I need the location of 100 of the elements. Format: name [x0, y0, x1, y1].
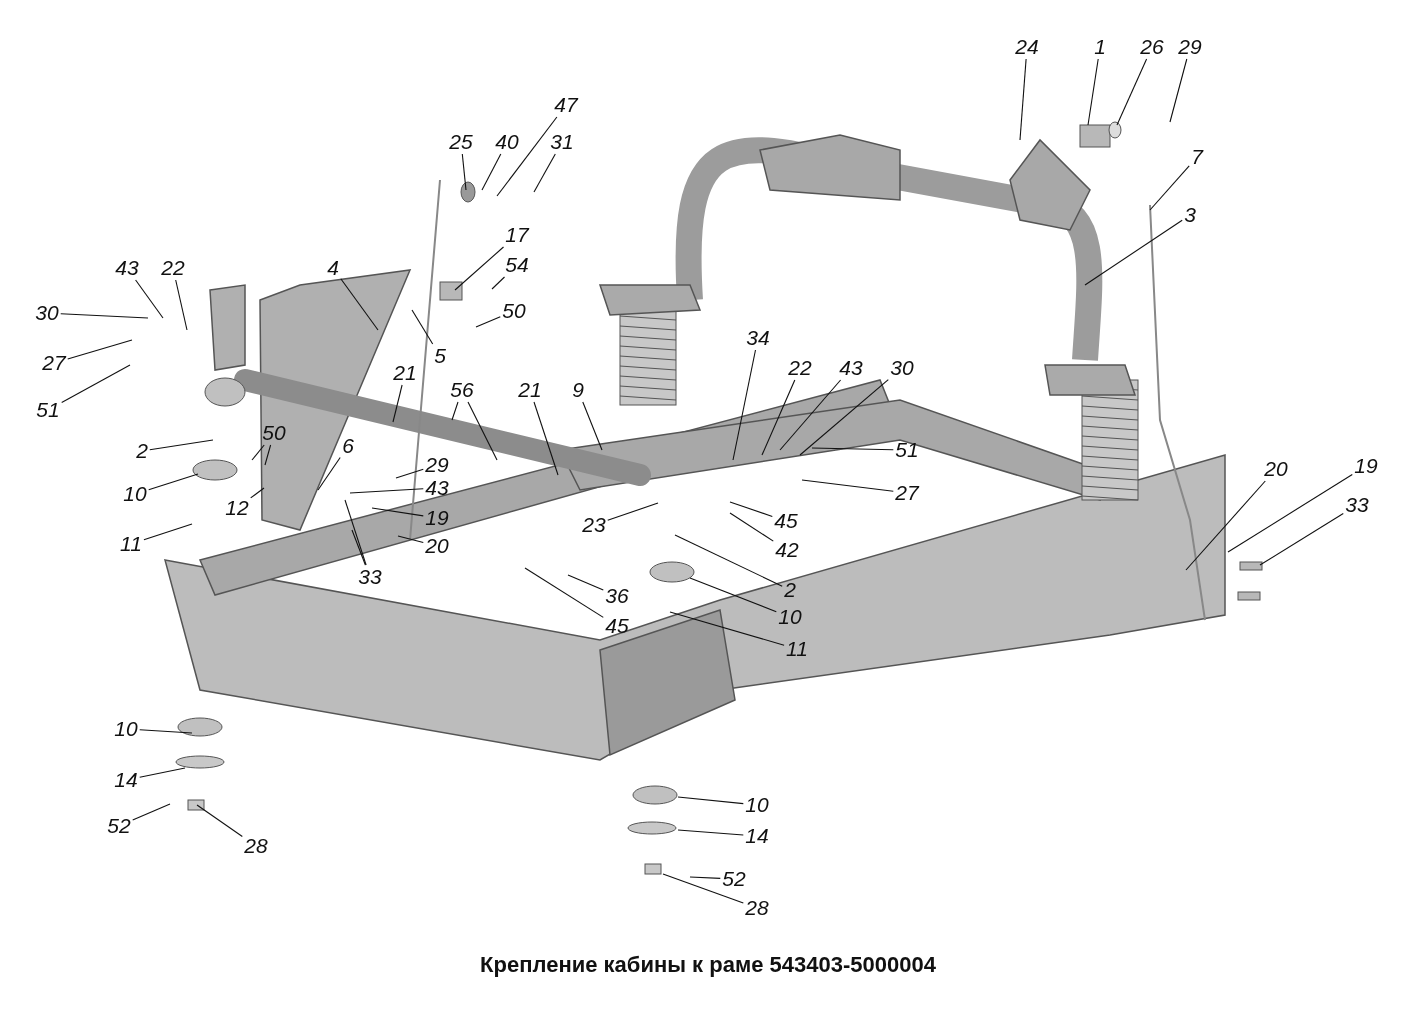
leader-line [677, 796, 744, 805]
leader-line [801, 479, 894, 492]
leader-line [729, 501, 773, 517]
leader-line [1227, 473, 1353, 553]
callout-number: 28 [745, 897, 769, 919]
callout-number: 19 [1354, 455, 1378, 477]
callout-number: 11 [120, 533, 142, 555]
leader-line [779, 379, 842, 451]
callout-number: 45 [774, 510, 798, 532]
callout-number: 21 [393, 362, 417, 384]
callout-number: 50 [262, 422, 286, 444]
callout-number: 33 [1345, 494, 1369, 516]
callout-number: 27 [42, 352, 66, 374]
callout-number: 52 [107, 815, 131, 837]
leader-line [677, 829, 744, 836]
callout-number: 47 [554, 94, 578, 116]
callout-number: 28 [244, 835, 268, 857]
leader-line [454, 246, 505, 291]
callout-number: 51 [36, 399, 60, 421]
callout-number: 14 [745, 825, 769, 847]
leader-line [135, 279, 164, 319]
callout-number: 10 [123, 483, 147, 505]
callout-number: 5 [434, 345, 446, 367]
leader-line [351, 529, 366, 566]
leader-line [582, 401, 603, 451]
leader-line [811, 447, 894, 451]
callout-number: 51 [895, 439, 919, 461]
leader-line [371, 507, 424, 517]
callout-number: 21 [518, 379, 542, 401]
leader-line [496, 116, 558, 197]
leader-line [67, 339, 133, 360]
callout-number: 10 [778, 606, 802, 628]
leader-line [60, 313, 149, 319]
leader-line [533, 401, 559, 476]
leader-line [689, 876, 721, 879]
callout-number: 4 [327, 257, 339, 279]
leader-line [1084, 219, 1183, 286]
leader-line [264, 444, 272, 466]
callout-number: 10 [745, 794, 769, 816]
leader-line [1185, 480, 1266, 571]
callout-number: 36 [605, 585, 629, 607]
leader-line [761, 379, 796, 456]
leader-line [689, 577, 777, 613]
leader-line [344, 499, 367, 566]
callout-number: 20 [1264, 458, 1288, 480]
callout-number: 10 [114, 718, 138, 740]
leader-line [349, 488, 424, 494]
leader-line [662, 873, 744, 904]
leader-line [143, 523, 193, 541]
callout-number: 34 [746, 327, 770, 349]
callout-number: 56 [450, 379, 474, 401]
callout-number: 30 [890, 357, 914, 379]
leader-line [251, 444, 265, 461]
callout-number: 52 [722, 868, 746, 890]
leader-line [411, 309, 434, 345]
callout-number: 27 [895, 482, 919, 504]
leader-line [395, 468, 424, 479]
callout-number: 2 [784, 579, 796, 601]
callout-number: 29 [1178, 36, 1202, 58]
leader-line [148, 473, 199, 491]
leader-line [524, 567, 604, 618]
leader-line [467, 401, 498, 461]
callout-number: 50 [502, 300, 526, 322]
leader-line [196, 804, 243, 838]
leader-line [149, 439, 214, 451]
callout-number: 42 [775, 539, 799, 561]
callout-number: 20 [425, 535, 449, 557]
leader-line [250, 487, 265, 499]
callout-number: 23 [582, 514, 606, 536]
leader-line [533, 153, 556, 193]
caption: Крепление кабины к раме 543403-5000004 [480, 952, 936, 977]
callout-number: 22 [161, 257, 185, 279]
leader-line [1259, 512, 1344, 566]
callout-number: 43 [425, 477, 449, 499]
leader-line [61, 364, 131, 404]
leader-line [317, 456, 341, 491]
leader-line [1087, 58, 1099, 126]
callout-number: 45 [605, 615, 629, 637]
callout-number: 1 [1094, 36, 1106, 58]
leader-line [567, 574, 604, 591]
callout-number: 54 [505, 254, 529, 276]
leader-line [732, 349, 757, 461]
leader-line [1019, 58, 1027, 141]
callout-number: 26 [1140, 36, 1164, 58]
leader-line [1116, 58, 1148, 126]
leader-line [451, 401, 459, 421]
callout-number: 40 [495, 131, 519, 153]
callout-number: 12 [225, 497, 249, 519]
callout-number: 43 [839, 357, 863, 379]
callout-number: 19 [425, 507, 449, 529]
leader-line [729, 512, 774, 542]
leader-line [491, 276, 506, 290]
leader-line [1169, 58, 1188, 123]
callout-number: 9 [572, 379, 584, 401]
leader-line [674, 534, 783, 587]
leader-line [481, 153, 502, 191]
leader-line [175, 279, 188, 331]
callout-number: 7 [1191, 146, 1203, 168]
callout-number: 3 [1184, 204, 1196, 226]
leader-line [139, 729, 193, 734]
